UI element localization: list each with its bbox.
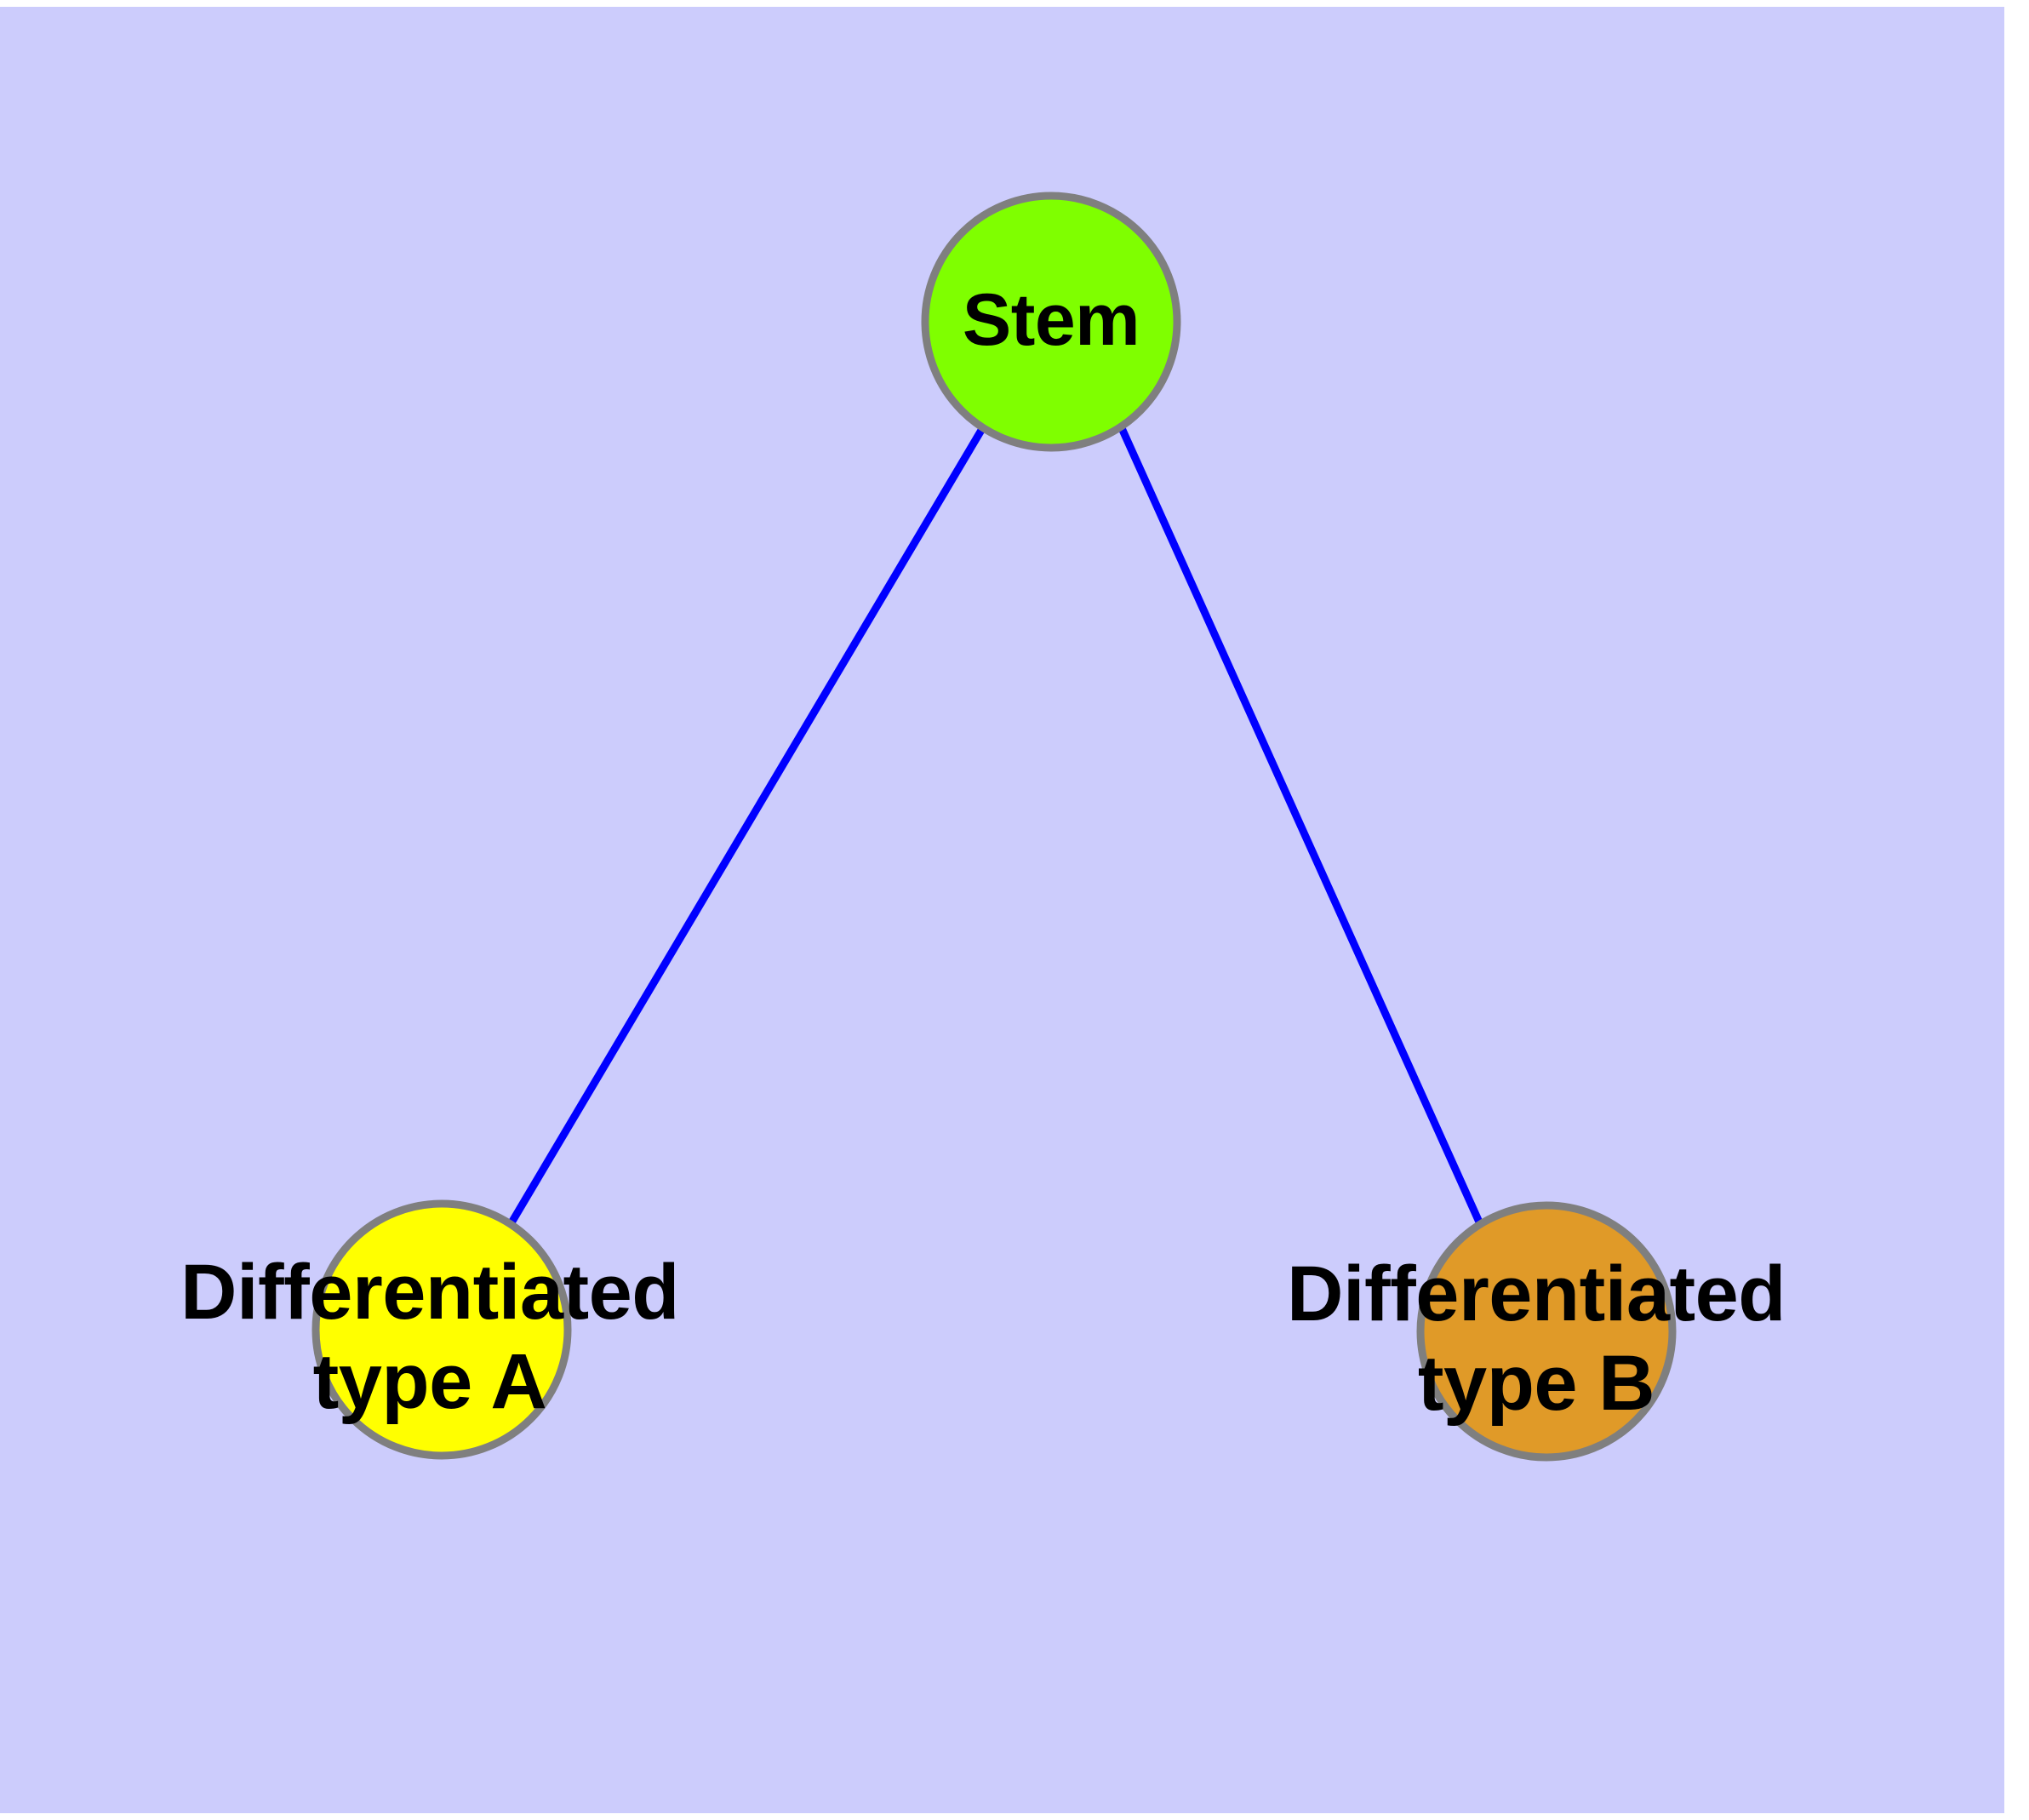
node-circle-type-a[interactable]: [311, 1199, 572, 1460]
edges-group: [507, 425, 1485, 1228]
nodes-group: [311, 192, 1677, 1462]
node-circle-type-b[interactable]: [1416, 1201, 1677, 1462]
edge-stem-to-type-a[interactable]: [507, 425, 986, 1227]
edge-stem-to-type-b[interactable]: [1117, 426, 1485, 1228]
node-circle-stem[interactable]: [921, 192, 1181, 452]
